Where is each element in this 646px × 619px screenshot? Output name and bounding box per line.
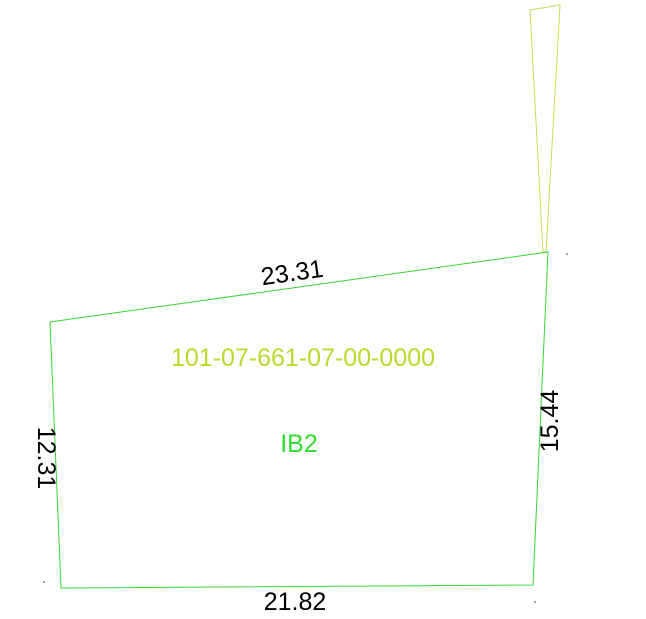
survey-mark [566,253,568,255]
adjacent-strip-outline [529,4,561,253]
dimension-top: 23.31 [259,255,325,291]
survey-mark [534,601,536,603]
survey-mark [43,581,45,583]
dimension-left: 12.31 [32,427,60,490]
parcel-id-label: 101-07-661-07-00-0000 [171,344,435,372]
dimension-bottom: 21.82 [264,588,327,616]
zone-code-label: IB2 [280,430,318,458]
parcel-boundary[interactable] [49,251,549,589]
dimension-right: 15.44 [536,390,564,453]
